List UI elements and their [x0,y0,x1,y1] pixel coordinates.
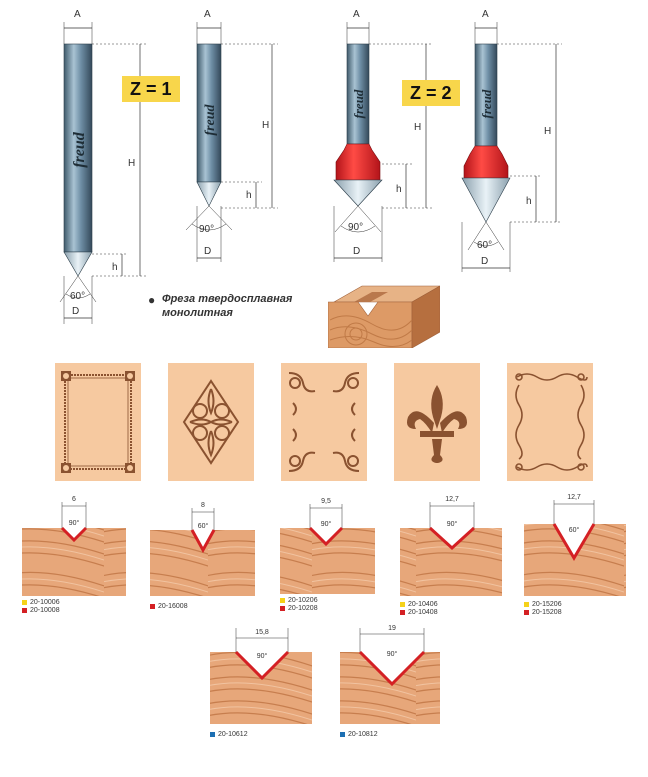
brand-logo: freud [203,103,218,135]
groove-angle-label: 90° [257,652,268,660]
dim-h-small-label: h [246,190,252,201]
dim-a-label: A [482,9,489,20]
product-code: 20-15208 [532,609,562,616]
angle-label: 60° [70,291,85,302]
product-code-row: 20-16008 [150,602,188,611]
dim-h-small-label: h [112,262,118,273]
wood-block-illustration [328,285,440,348]
product-code: 20-15206 [532,601,562,608]
groove-width-label: 8 [201,502,205,509]
dim-a-label: A [353,9,360,20]
yellow-square-icon [22,600,27,605]
product-code: 20-10612 [218,731,248,738]
groove-width-label: 12,7 [567,494,581,501]
router-bit-diagrams: A freud H h 60° D A freud H [59,9,562,324]
decor-panel-4 [394,363,480,481]
groove-angle-label: 90° [321,520,332,528]
groove-profile-4: 12,7 90° [400,496,502,596]
bullet-icon: ● [148,293,156,307]
bit-1: A freud H h 60° D [59,9,146,324]
red-square-icon [22,608,27,613]
dim-h-label: H [262,120,269,131]
groove-angle-label: 60° [198,522,209,530]
brand-logo: freud [351,89,366,118]
product-code: 20-16008 [158,603,188,610]
angle-label: 90° [348,222,363,233]
product-code-row: 20-10206 [280,596,318,605]
angle-label: 90° [199,224,214,235]
groove-profile-1: 6 90° [22,496,126,596]
note-line-1: Фреза твердосплавная [162,293,293,305]
groove-profiles: 6 90° 8 60° 9,5 90° 12,7 90° [22,494,626,724]
red-square-icon [400,610,405,615]
groove-profile-3: 9,5 90° [280,498,375,594]
dim-a-label: A [74,9,81,20]
brand-logo: freud [71,131,88,168]
product-code-row: 20-10406 [400,600,438,609]
product-code-row: 20-10008 [22,606,60,615]
bit-2: A freud H h 90° D [185,9,278,262]
blue-square-icon [210,732,215,737]
brand-logo: freud [479,89,494,118]
product-code: 20-10008 [30,607,60,614]
yellow-square-icon [280,598,285,603]
decor-panel-3 [281,363,367,481]
product-code-row: 20-10812 [340,730,378,739]
product-code: 20-10406 [408,601,438,608]
product-code: 20-10206 [288,597,318,604]
groove-width-label: 6 [72,496,76,503]
blue-square-icon [340,732,345,737]
product-code: 20-10208 [288,605,318,612]
groove-width-label: 19 [388,625,396,632]
dim-a-label: A [204,9,211,20]
groove-width-label: 12,7 [445,496,459,503]
groove-profile-5: 12,7 60° [524,494,626,596]
z2-label: Z = 2 [402,80,460,106]
groove-width-label: 15,8 [255,629,269,636]
decor-panel-5 [507,363,593,481]
dim-d-label: D [72,306,79,317]
product-code: 20-10812 [348,731,378,738]
note-line-2: монолитная [162,307,233,319]
product-code-row: 20-15208 [524,608,562,617]
decor-panel-1 [55,363,141,481]
dim-h-small-label: h [526,196,532,207]
dim-d-label: D [353,246,360,257]
product-code-row: 20-15206 [524,600,562,609]
groove-angle-label: 90° [447,520,458,528]
product-note: ● Фреза твердосплавная монолитная [148,292,293,320]
product-code-row: 20-10208 [280,604,318,613]
groove-angle-label: 60° [569,526,580,534]
product-code-row: 20-10006 [22,598,60,607]
groove-profile-2: 8 60° [150,502,255,596]
yellow-square-icon [400,602,405,607]
groove-angle-label: 90° [69,519,80,527]
red-square-icon [150,604,155,609]
groove-angle-label: 90° [387,650,398,658]
dim-h-small-label: h [396,184,402,195]
bit-4: A freud H h 60° D [461,9,562,272]
yellow-square-icon [524,602,529,607]
dim-h-label: H [544,126,551,137]
dim-d-label: D [481,256,488,267]
z1-label: Z = 1 [122,76,180,102]
decor-panel-2 [168,363,254,481]
product-code-row: 20-10408 [400,608,438,617]
dim-d-label: D [204,246,211,257]
groove-width-label: 9,5 [321,498,331,505]
red-square-icon [280,606,285,611]
product-code: 20-10408 [408,609,438,616]
angle-label: 60° [477,240,492,251]
dim-h-label: H [128,158,135,169]
product-code-row: 20-10612 [210,730,248,739]
groove-profile-7: 19 90° [340,625,440,724]
dim-h-label: H [414,122,421,133]
red-square-icon [524,610,529,615]
groove-profile-6: 15,8 90° [210,628,312,724]
product-code: 20-10006 [30,599,60,606]
bit-3: A freud H h 90° D [333,9,432,262]
